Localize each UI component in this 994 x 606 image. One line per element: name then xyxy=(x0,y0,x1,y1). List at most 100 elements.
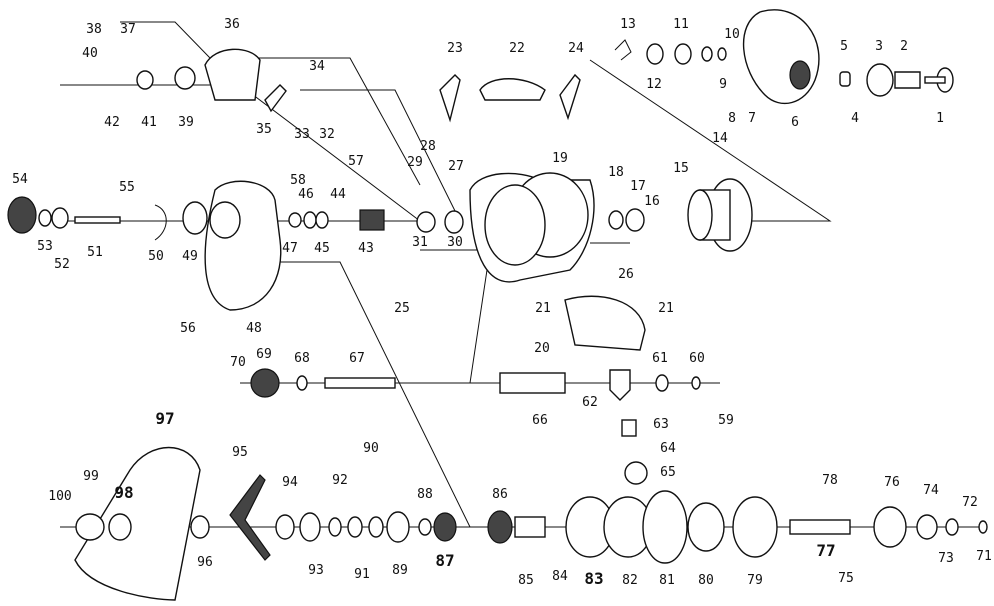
part-label-90: 90 xyxy=(363,441,379,456)
part-label-56: 56 xyxy=(180,321,196,336)
part-label-44: 44 xyxy=(330,187,346,202)
part-label-66: 66 xyxy=(532,413,548,428)
part-label-47: 47 xyxy=(282,241,298,256)
part-label-71: 71 xyxy=(976,549,992,564)
part-label-60: 60 xyxy=(689,351,705,366)
part-label-78: 78 xyxy=(822,473,838,488)
part-label-4: 4 xyxy=(851,111,859,126)
part-label-22: 22 xyxy=(509,41,525,56)
part-label-49: 49 xyxy=(182,249,198,264)
part-label-31: 31 xyxy=(412,235,428,250)
part-label-80: 80 xyxy=(698,573,714,588)
part-label-74: 74 xyxy=(923,483,939,498)
part-label-20: 20 xyxy=(534,341,550,356)
part-label-84: 84 xyxy=(552,569,568,584)
part-label-25: 25 xyxy=(394,301,410,316)
spool xyxy=(608,178,753,252)
part-label-17: 17 xyxy=(630,179,646,194)
part-label-48: 48 xyxy=(246,321,262,336)
part-label-10: 10 xyxy=(724,27,740,42)
part-label-21: 21 xyxy=(658,301,674,316)
part-label-67: 67 xyxy=(349,351,365,366)
part-label-58: 58 xyxy=(290,173,306,188)
part-label-9: 9 xyxy=(719,77,727,92)
side-plate-assembly xyxy=(7,48,385,311)
part-label-1: 1 xyxy=(936,111,944,126)
part-label-98: 98 xyxy=(114,483,133,502)
part-label-14: 14 xyxy=(712,131,728,146)
part-label-77: 77 xyxy=(816,541,835,560)
frame-body xyxy=(416,73,646,351)
part-label-75: 75 xyxy=(838,571,854,586)
part-label-6: 6 xyxy=(791,115,799,130)
part-label-100: 100 xyxy=(48,489,71,504)
part-label-45: 45 xyxy=(314,241,330,256)
part-label-64: 64 xyxy=(660,441,676,456)
part-label-19: 19 xyxy=(552,151,568,166)
part-label-3: 3 xyxy=(875,39,883,54)
part-label-7: 7 xyxy=(748,111,756,126)
part-label-85: 85 xyxy=(518,573,534,588)
part-label-61: 61 xyxy=(652,351,668,366)
part-label-70: 70 xyxy=(230,355,246,370)
drive-train xyxy=(74,446,988,601)
part-label-55: 55 xyxy=(119,180,135,195)
part-label-16: 16 xyxy=(644,194,660,209)
part-label-88: 88 xyxy=(417,487,433,502)
part-label-43: 43 xyxy=(358,241,374,256)
part-label-72: 72 xyxy=(962,495,978,510)
part-label-52: 52 xyxy=(54,257,70,272)
part-label-15: 15 xyxy=(673,161,689,176)
part-label-51: 51 xyxy=(87,245,103,260)
part-label-12: 12 xyxy=(646,77,662,92)
part-label-13: 13 xyxy=(620,17,636,32)
part-label-42: 42 xyxy=(104,115,120,130)
part-label-5: 5 xyxy=(840,39,848,54)
part-label-33: 33 xyxy=(294,127,310,142)
part-label-54: 54 xyxy=(12,172,28,187)
part-label-87: 87 xyxy=(435,551,454,570)
part-label-32: 32 xyxy=(319,127,335,142)
part-label-30: 30 xyxy=(447,235,463,250)
part-label-96: 96 xyxy=(197,555,213,570)
part-label-18: 18 xyxy=(608,165,624,180)
part-label-37: 37 xyxy=(120,22,136,37)
part-label-73: 73 xyxy=(938,551,954,566)
part-label-27: 27 xyxy=(448,159,464,174)
part-label-95: 95 xyxy=(232,445,248,460)
part-label-36: 36 xyxy=(224,17,240,32)
part-label-92: 92 xyxy=(332,473,348,488)
part-label-46: 46 xyxy=(298,187,314,202)
part-label-76: 76 xyxy=(884,475,900,490)
part-label-68: 68 xyxy=(294,351,310,366)
part-label-53: 53 xyxy=(37,239,53,254)
part-label-65: 65 xyxy=(660,465,676,480)
part-label-86: 86 xyxy=(492,487,508,502)
part-label-41: 41 xyxy=(141,115,157,130)
part-label-79: 79 xyxy=(747,573,763,588)
part-label-62: 62 xyxy=(582,395,598,410)
side-cover-assembly xyxy=(614,9,954,105)
part-label-50: 50 xyxy=(148,249,164,264)
level-wind xyxy=(250,368,701,485)
part-label-83: 83 xyxy=(584,569,603,588)
part-label-94: 94 xyxy=(282,475,298,490)
part-label-28: 28 xyxy=(420,139,436,154)
part-label-8: 8 xyxy=(728,111,736,126)
part-label-69: 69 xyxy=(256,347,272,362)
part-label-2: 2 xyxy=(900,39,908,54)
part-label-21: 21 xyxy=(535,301,551,316)
part-label-59: 59 xyxy=(718,413,734,428)
part-label-57: 57 xyxy=(348,154,364,169)
part-label-35: 35 xyxy=(256,122,272,137)
part-label-40: 40 xyxy=(82,46,98,61)
part-label-38: 38 xyxy=(86,22,102,37)
part-label-93: 93 xyxy=(308,563,324,578)
part-label-81: 81 xyxy=(659,573,675,588)
part-label-63: 63 xyxy=(653,417,669,432)
part-label-29: 29 xyxy=(407,155,423,170)
part-label-11: 11 xyxy=(673,17,689,32)
